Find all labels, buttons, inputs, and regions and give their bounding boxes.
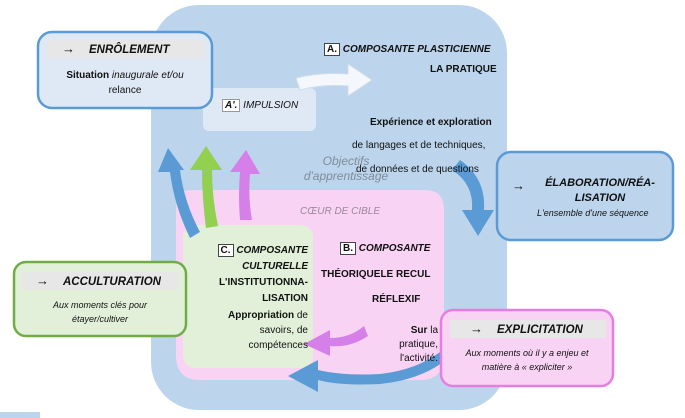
elaboration-arrow: → xyxy=(512,178,539,193)
elaboration-title: ÉLABORATION/RÉA- LISATION xyxy=(545,177,655,204)
impulsion-box xyxy=(203,88,316,131)
theorique-title: B. COMPOSANTE xyxy=(340,242,430,255)
blue-left-arrow xyxy=(288,352,446,392)
arrow-icon: → xyxy=(470,321,483,336)
blue-up-arrow xyxy=(158,148,200,238)
violet-up-arrow xyxy=(230,150,260,220)
acculturation-title: →ACCULTURATION xyxy=(36,273,161,288)
culturelle-text: Appropriation de savoirs, de compétences xyxy=(227,310,308,351)
blue-down-arrow xyxy=(452,160,494,236)
elaboration-text: L'ensemble d'une séquence xyxy=(537,208,649,218)
arrow-icon: → xyxy=(512,178,525,193)
theorique-text: Sur la pratique, l'activité. xyxy=(399,325,438,364)
violet-left-arrow xyxy=(304,326,368,356)
plasticienne-line-2: de données et de questions xyxy=(356,164,479,175)
arrow-icon: → xyxy=(36,273,49,288)
enrolement-tag xyxy=(47,40,205,58)
plasticienne-subtitle: LA PRATIQUE xyxy=(430,64,497,75)
plasticienne-sub-bold: Expérience et exploration xyxy=(370,117,492,128)
enrolement-text: Situation inaugurale et/ou relance xyxy=(66,70,184,96)
theorique-subtitle: THÉORIQUELE RECUL xyxy=(321,269,431,280)
enrolement-title: →ENRÔLEMENT xyxy=(62,41,170,56)
plasticienne-line-1: de langages et de techniques, xyxy=(352,140,486,151)
explicitation-title: →EXPLICITATION xyxy=(470,321,583,336)
culturelle-box xyxy=(183,225,313,368)
explicitation-tag xyxy=(450,320,606,338)
acculturation-tag xyxy=(22,272,178,290)
impulsion-label: A'. IMPULSION xyxy=(222,99,298,112)
coeur-label: CŒUR DE CIBLE xyxy=(300,206,381,217)
green-up-arrow xyxy=(190,146,222,228)
explicitation-text: Aux moments où il y a enjeu et matière à… xyxy=(465,348,589,372)
acculturation-text: Aux moments clés pour étayer/cultiver xyxy=(52,300,148,324)
theorique-subtitle-2: RÉFLEXIF xyxy=(372,294,421,305)
outline-right-arrow xyxy=(295,63,373,97)
corner-mark xyxy=(0,412,40,418)
objectifs-label: Objectifs d'apprentissage xyxy=(303,154,389,183)
plasticienne-title: A. COMPOSANTE PLASTICIENNE xyxy=(324,43,491,56)
culturelle-title: C. COMPOSANTE CULTURELLE L'INSTITUTIONNA… xyxy=(217,244,308,304)
elaboration-box xyxy=(495,150,675,242)
arrow-icon: → xyxy=(62,41,75,56)
